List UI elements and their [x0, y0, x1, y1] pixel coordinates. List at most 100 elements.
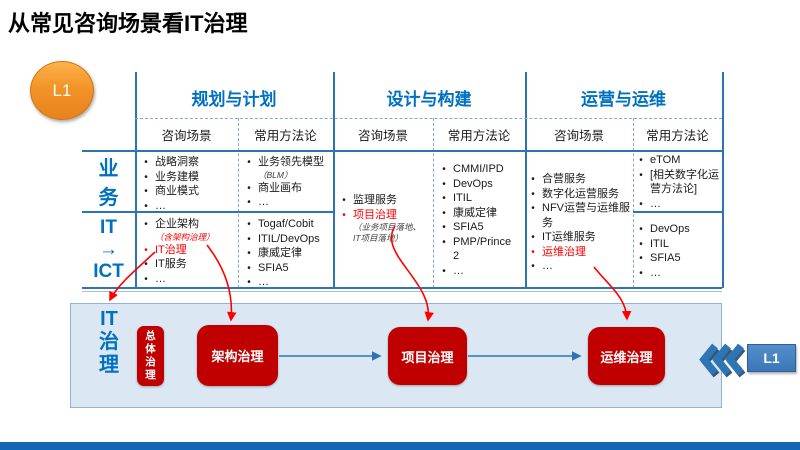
cell-plan-business-scenarios: 战略洞察业务建模商业模式…: [142, 155, 234, 213]
list-item: IT服务: [142, 257, 234, 272]
table-horizontal-line: [82, 287, 722, 289]
subheader-scenario: 咨询场景: [161, 128, 212, 143]
list-item-label: …: [258, 276, 269, 289]
list-item: 企业架构: [142, 217, 234, 232]
bullet-icon: [529, 245, 537, 260]
governance-label: IT 治 理: [99, 308, 119, 376]
list-item-label: IT运维服务: [542, 231, 596, 244]
bullet-icon: [440, 177, 448, 192]
bullet-icon: [142, 217, 150, 232]
group-title-operations: 运营与运维: [581, 89, 666, 109]
bullet-icon: [529, 230, 537, 245]
bullet-icon: [245, 275, 253, 290]
list-item: 监理服务: [340, 193, 430, 208]
table-horizontal-line: [82, 150, 722, 152]
bullet-icon: [637, 168, 645, 197]
list-item-label: [相关数字化运营方法论]: [650, 168, 720, 196]
page-title: 从常见咨询场景看IT治理: [8, 11, 248, 36]
list-item-label: SFIA5: [258, 261, 289, 274]
list-item: 康威定律: [440, 206, 518, 221]
list-item: CMMI/IPD: [440, 162, 518, 177]
list-item: SFIA5: [637, 251, 721, 266]
list-item-label: 康威定律: [453, 206, 497, 219]
group-title-planning: 规划与计划: [191, 89, 277, 109]
list-item-label: 康威定律: [258, 247, 302, 260]
list-item-label: …: [258, 196, 269, 209]
cell-plan-it-methods: Togaf/CobitITIL/DevOps康威定律SFIA5 …: [245, 217, 331, 290]
bullet-icon: [440, 191, 448, 206]
list-item-label: SFIA5: [650, 252, 681, 265]
bullet-icon: [529, 187, 537, 202]
bullet-icon: [245, 155, 253, 170]
list-item: …: [637, 266, 721, 281]
bullet-icon: [142, 257, 150, 272]
bullet-icon: [142, 272, 150, 287]
list-item-label: CMMI/IPD: [453, 163, 504, 175]
table-dashed-divider: [433, 118, 434, 288]
level-badge-right: L1: [747, 344, 796, 372]
list-item-label: 合营服务: [542, 173, 586, 185]
list-item-note: （业务项目落地、 IT项目落地）: [353, 222, 422, 244]
table-horizontal-line: [82, 211, 333, 213]
bullet-icon: [245, 181, 253, 196]
table-dashed-divider: [633, 118, 634, 288]
list-item-label: 业务建模: [155, 170, 199, 183]
list-item: Togaf/Cobit: [245, 217, 331, 232]
list-item: …: [529, 259, 631, 274]
bullet-icon: [637, 237, 645, 252]
list-item-label: …: [155, 272, 166, 285]
list-item-label: PMP/Prince 2: [453, 235, 512, 263]
list-item: 项目治理: [340, 208, 430, 223]
list-item-label: …: [453, 264, 464, 277]
cell-build-scenarios: 监理服务项目治理（业务项目落地、 IT项目落地）: [340, 193, 430, 244]
list-item: …: [245, 275, 331, 290]
bullet-icon: [637, 222, 645, 237]
row-label-it-ict: IT → ICT: [93, 216, 124, 282]
bullet-icon: [440, 220, 448, 235]
bullet-icon: [340, 193, 348, 208]
list-item: …: [142, 272, 234, 287]
table-dashed-divider: [238, 118, 239, 288]
list-item-label: 运维治理: [542, 245, 586, 258]
list-item: …: [142, 199, 234, 214]
list-item: 数字化运营服务: [529, 187, 631, 202]
bullet-icon: [245, 195, 253, 210]
list-item: eTOM: [637, 153, 721, 168]
table-vertical-line: [722, 72, 724, 288]
bullet-icon: [637, 251, 645, 266]
bullet-icon: [142, 199, 150, 214]
list-item: 战略洞察: [142, 155, 234, 170]
list-item: 运维治理: [529, 245, 631, 260]
subheader-scenario: 咨询场景: [553, 128, 604, 143]
bullet-icon: [245, 261, 253, 276]
list-item: …: [637, 197, 721, 212]
row-label-business: 业 务: [98, 158, 119, 209]
list-item-label: 企业架构: [155, 218, 199, 230]
cell-plan-business-methods: 业务领先模型（BLM）商业画布…: [245, 155, 331, 210]
bullet-icon: [142, 184, 150, 199]
list-item-label: DevOps: [453, 177, 493, 190]
cell-plan-it-scenarios: 企业架构（含架构治理）IT治理IT服务…: [142, 217, 234, 286]
list-item-label: ITIL: [453, 192, 472, 205]
project-governance-box: 项目治理: [388, 327, 467, 385]
list-item-label: …: [650, 197, 661, 210]
bullet-icon: [245, 217, 253, 232]
bullet-icon: [637, 266, 645, 281]
bullet-icon: [637, 153, 645, 168]
bullet-icon: [440, 235, 448, 264]
list-item: IT运维服务: [529, 230, 631, 245]
bullet-icon: [245, 246, 253, 261]
list-item-label: 业务领先模型: [258, 156, 324, 168]
list-item-label: 项目治理: [353, 208, 397, 221]
table-vertical-line: [135, 72, 137, 288]
list-item-label: …: [542, 260, 553, 273]
list-item-note: （BLM）: [258, 169, 293, 180]
subheader-method: 常用方法论: [447, 128, 511, 143]
subheader-method: 常用方法论: [646, 128, 709, 143]
list-item-label: …: [155, 199, 166, 212]
list-item: 商业模式: [142, 184, 234, 199]
list-item-label: DevOps: [650, 223, 690, 235]
list-item: ITIL/DevOps: [245, 232, 331, 247]
subheader-method: 常用方法论: [254, 128, 317, 143]
list-item-label: eTOM: [650, 154, 681, 166]
